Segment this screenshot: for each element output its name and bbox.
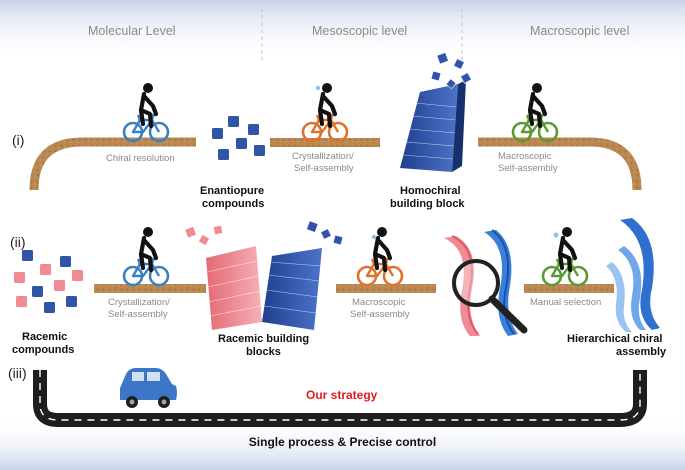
racemic-block-blue bbox=[262, 248, 322, 330]
footer-label: Single process & Precise control bbox=[248, 435, 437, 449]
product-hierarchical-l1: Hierarchical chiral bbox=[567, 333, 663, 345]
step-macroscopic-2-l2: Self-assembly bbox=[350, 309, 410, 320]
row-label-i: (i) bbox=[12, 132, 25, 148]
header-macroscopic: Macroscopic level bbox=[530, 24, 630, 38]
header-mesoscopic: Mesoscopic level bbox=[312, 24, 408, 38]
step-crystallization-1-l1: Crystallization/ bbox=[292, 151, 354, 162]
product-hierarchical-l2: assembly bbox=[616, 346, 667, 358]
product-enantiopure-l1: Enantiopure bbox=[200, 185, 265, 197]
strategy-label: Our strategy bbox=[306, 388, 378, 402]
product-homochiral-l2: building block bbox=[390, 198, 465, 210]
step-crystallization-1-l2: Self-assembly bbox=[294, 163, 354, 174]
step-macroscopic-1-l2: Self-assembly bbox=[498, 163, 558, 174]
bicycle-rider-icon bbox=[124, 83, 168, 141]
step-macroscopic-2-l1: Macroscopic bbox=[352, 297, 406, 308]
magnifier-icon bbox=[452, 259, 528, 334]
step-manual-selection: Manual selection bbox=[530, 297, 602, 308]
enantiopure-cubes bbox=[212, 116, 265, 160]
product-racemic-compounds-l1: Racemic bbox=[22, 331, 68, 343]
step-crystallization-2-l2: Self-assembly bbox=[108, 309, 168, 320]
bicycle-rider-icon bbox=[513, 83, 557, 141]
bicycle-rider-icon bbox=[358, 227, 402, 285]
product-racemic-compounds-l2: compounds bbox=[12, 344, 75, 356]
product-racemic-blocks-l1: Racemic building bbox=[218, 333, 310, 345]
product-homochiral-l1: Homochiral bbox=[400, 185, 461, 197]
car-icon bbox=[120, 368, 177, 408]
flying-cubes bbox=[430, 52, 472, 90]
row-label-iii: (iii) bbox=[8, 365, 27, 381]
racemic-block-pink bbox=[206, 246, 262, 330]
bicycle-rider-icon bbox=[124, 227, 168, 285]
header-molecular: Molecular Level bbox=[88, 24, 176, 38]
bicycle-rider-icon bbox=[543, 227, 587, 285]
racemic-cubes bbox=[14, 250, 83, 313]
hierarchical-assembly bbox=[606, 218, 660, 332]
homochiral-block bbox=[400, 80, 466, 172]
step-chiral-resolution: Chiral resolution bbox=[106, 153, 175, 164]
step-macroscopic-1-l1: Macroscopic bbox=[498, 151, 552, 162]
product-enantiopure-l2: compounds bbox=[202, 198, 265, 210]
step-crystallization-2-l1: Crystallization/ bbox=[108, 297, 170, 308]
row-label-ii: (ii) bbox=[10, 234, 26, 250]
bicycle-rider-icon bbox=[303, 83, 347, 141]
product-racemic-blocks-l2: blocks bbox=[246, 346, 281, 358]
